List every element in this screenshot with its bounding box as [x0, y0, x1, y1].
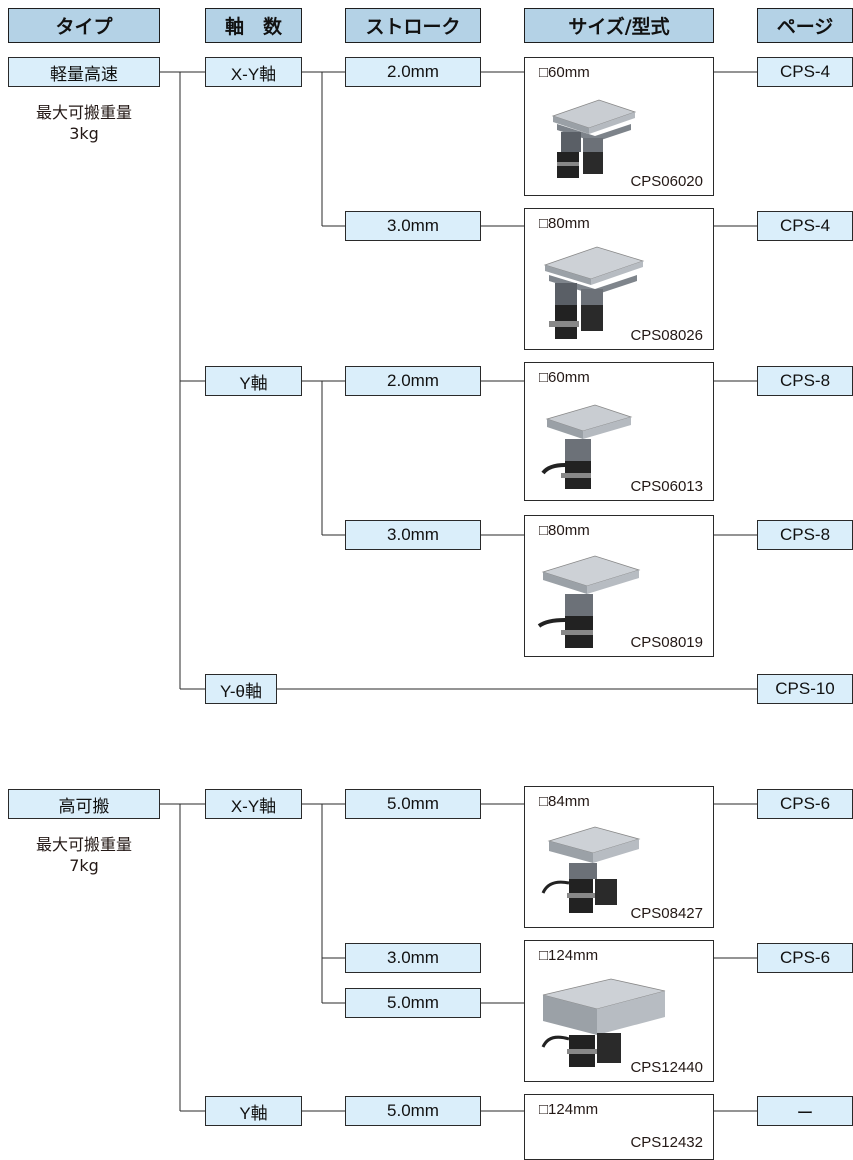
stroke-cell: 5.0mm	[345, 1096, 481, 1126]
product-size: □60mm	[539, 64, 590, 81]
product-size: □124mm	[539, 947, 598, 964]
header-axes: 軸 数	[205, 8, 302, 43]
type-high-payload: 高可搬	[8, 789, 160, 819]
stroke-cell: 3.0mm	[345, 520, 481, 550]
axes-xy: X-Y軸	[205, 57, 302, 87]
page-ref[interactable]: CPS-6	[757, 789, 853, 819]
page-ref[interactable]: CPS-8	[757, 366, 853, 396]
product-card: □80mm CPS08026	[524, 208, 714, 350]
product-model: CPS08427	[630, 905, 703, 922]
product-card: □124mm CPS12432	[524, 1094, 714, 1160]
header-page: ページ	[757, 8, 853, 43]
capacity-value: 7kg	[8, 856, 160, 876]
product-size: □124mm	[539, 1101, 598, 1118]
axes-y: Y軸	[205, 1096, 302, 1126]
header-stroke: ストローク	[345, 8, 481, 43]
product-model: CPS12432	[630, 1134, 703, 1151]
type-light-high-speed: 軽量高速	[8, 57, 160, 87]
product-model: CPS08026	[630, 327, 703, 344]
product-size: □80mm	[539, 522, 590, 539]
product-card: □60mm CPS06013	[524, 362, 714, 501]
product-size: □84mm	[539, 793, 590, 810]
product-size: □80mm	[539, 215, 590, 232]
stage-image	[539, 399, 639, 495]
page-ref[interactable]: CPS-8	[757, 520, 853, 550]
axes-y-theta: Y-θ軸	[205, 674, 277, 704]
product-model: CPS06020	[630, 173, 703, 190]
product-card: □124mm CPS12440	[524, 940, 714, 1082]
stroke-cell: 5.0mm	[345, 789, 481, 819]
page-ref[interactable]: CPS-6	[757, 943, 853, 973]
product-model: CPS06013	[630, 478, 703, 495]
page-ref[interactable]: CPS-4	[757, 57, 853, 87]
capacity-label: 最大可搬重量	[8, 103, 160, 123]
product-model: CPS08019	[630, 634, 703, 651]
product-card: □60mm CPS06020	[524, 57, 714, 196]
axes-xy: X-Y軸	[205, 789, 302, 819]
product-card: □84mm CPS08427	[524, 786, 714, 928]
stroke-cell: 3.0mm	[345, 943, 481, 973]
stage-image	[543, 94, 643, 184]
page-ref[interactable]: ー	[757, 1096, 853, 1126]
stroke-cell: 3.0mm	[345, 211, 481, 241]
stroke-cell: 2.0mm	[345, 57, 481, 87]
header-type: タイプ	[8, 8, 160, 43]
product-model: CPS12440	[630, 1059, 703, 1076]
page-ref[interactable]: CPS-4	[757, 211, 853, 241]
product-size: □60mm	[539, 369, 590, 386]
stage-image	[535, 550, 645, 654]
stroke-cell: 2.0mm	[345, 366, 481, 396]
capacity-value: 3kg	[8, 124, 160, 144]
page-ref[interactable]: CPS-10	[757, 674, 853, 704]
header-size-model: サイズ/型式	[524, 8, 714, 43]
product-card: □80mm CPS08019	[524, 515, 714, 657]
stroke-cell: 5.0mm	[345, 988, 481, 1018]
axes-y: Y軸	[205, 366, 302, 396]
capacity-label: 最大可搬重量	[8, 835, 160, 855]
